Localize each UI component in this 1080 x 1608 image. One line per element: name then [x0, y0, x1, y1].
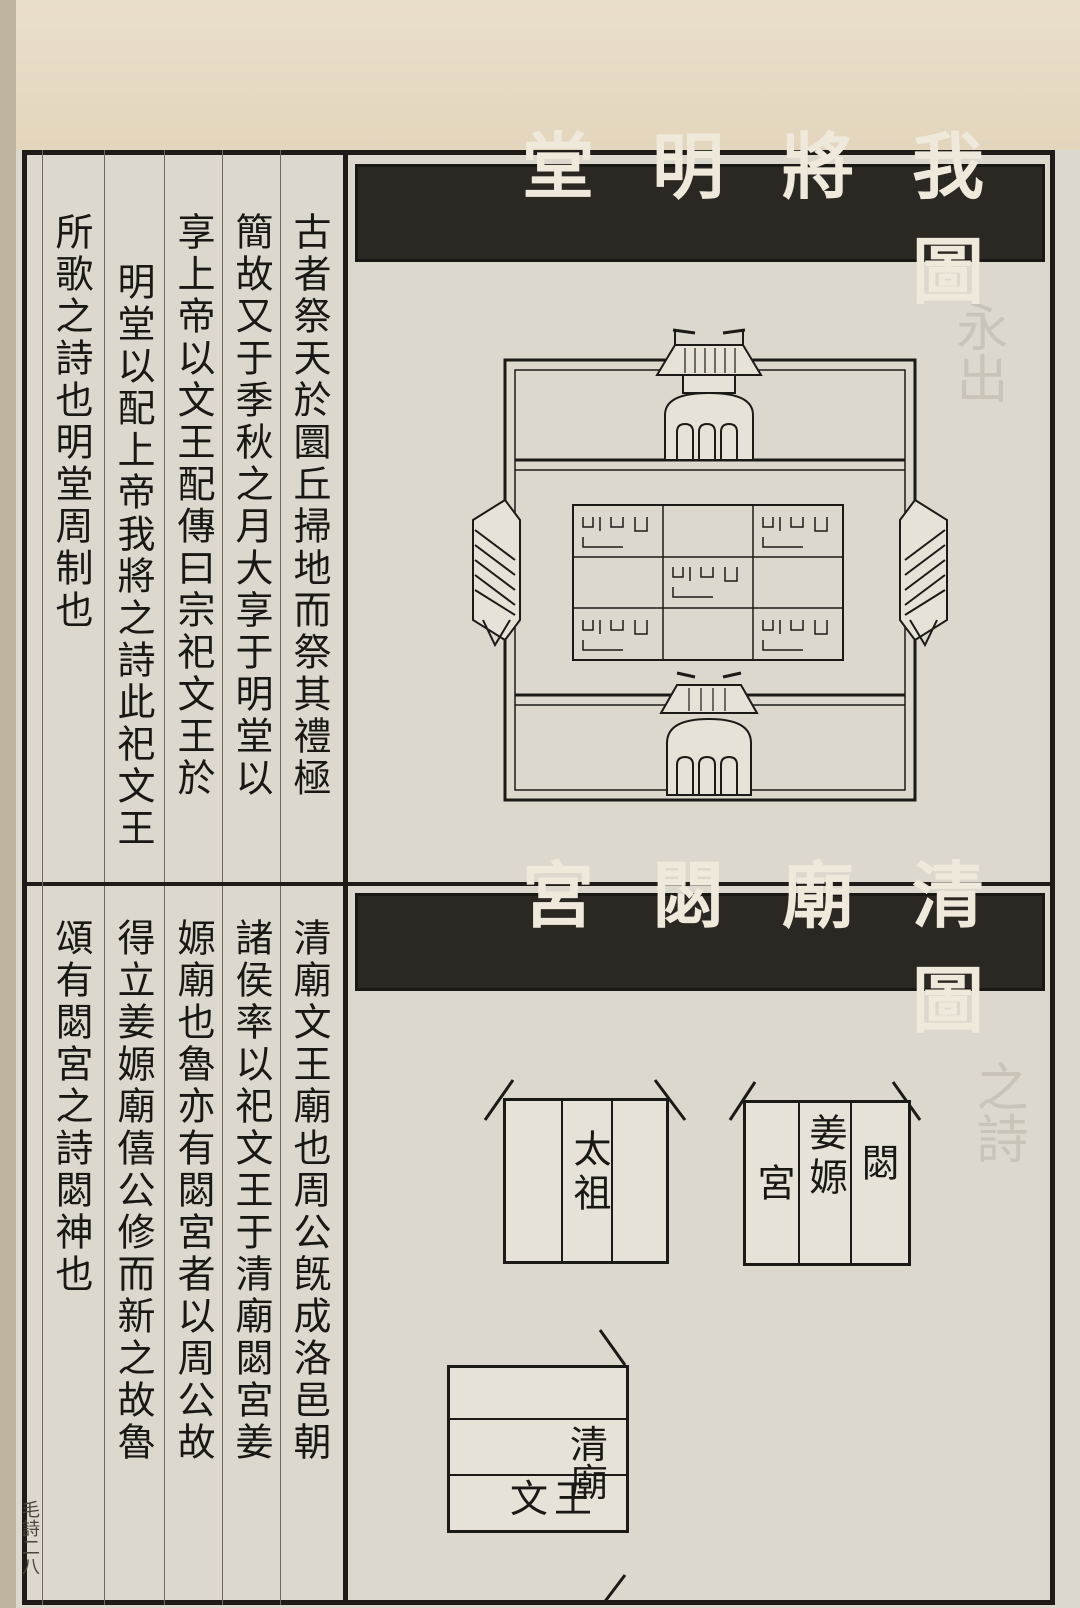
column-rule: [104, 886, 105, 1605]
page-frame: [22, 150, 1055, 1605]
upper-title-banner: 我將明堂圖: [355, 124, 1045, 314]
column-rule: [222, 886, 223, 1605]
upper-text-col-5: 所歌之詩也明堂周制也: [49, 212, 93, 632]
margin-note: 毛詩二八: [19, 1500, 40, 1576]
column-rule: [42, 150, 43, 1605]
qingmiao-bigong-diagram: 太祖 閟 姜嫄 宮 清廟 文王: [355, 1000, 1045, 1600]
middle-divider: [22, 882, 1055, 886]
upper-title: 我將明堂圖: [521, 124, 1042, 314]
qingmiao-shrine: 清廟 文王: [447, 1365, 629, 1533]
lower-text-col-3: 嫄廟也魯亦有閟宮者以周公故: [171, 918, 215, 1464]
column-rule: [164, 150, 165, 882]
jiangyuan-label: 姜嫄: [803, 1113, 847, 1201]
lower-text-col-4: 得立姜嫄廟僖公修而新之故魯: [111, 918, 155, 1464]
column-rule: [280, 886, 281, 1605]
bleed-through: 之詩: [967, 1060, 1027, 1164]
book-spine: [0, 0, 16, 1608]
wenwang-label: 文王: [510, 1477, 599, 1521]
qingmiao-name-label: 清廟: [570, 1423, 615, 1505]
column-rule: [104, 150, 105, 882]
bigong-shrine: 閟 姜嫄 宮: [743, 1100, 911, 1266]
column-rule: [280, 150, 281, 882]
column-rule: [222, 150, 223, 882]
lower-text-col-1: 清廟文王廟也周公旣成洛邑朝: [287, 918, 331, 1464]
mingtang-plan-svg: [472, 328, 948, 802]
text-diagram-divider: [343, 150, 348, 1605]
taizu-label: 太祖: [567, 1129, 611, 1217]
lower-text-col-2: 諸侯率以祀文王于清廟閟宮姜: [229, 918, 273, 1464]
bigong-label: 閟: [855, 1143, 899, 1187]
page-top-margin: [0, 0, 1080, 150]
gong-label: 宮: [751, 1163, 795, 1207]
mingtang-diagram: [355, 275, 1045, 875]
lower-title: 清廟閟宮圖: [521, 853, 1042, 1043]
upper-text-col-1: 古者祭天於圜丘掃地而祭其禮極: [287, 212, 331, 800]
lower-text-col-5: 頌有閟宮之詩閟神也: [49, 918, 93, 1296]
taizu-shrine: 太祖: [503, 1098, 669, 1264]
lower-title-banner: 清廟閟宮圖: [355, 853, 1045, 1043]
column-rule: [164, 886, 165, 1605]
upper-text-col-2: 簡故又于季秋之月大享于明堂以: [229, 212, 273, 800]
upper-text-col-3: 享上帝以文王配傳曰宗祀文王於: [171, 212, 215, 800]
bleed-through: 永出: [947, 300, 1007, 404]
upper-text-col-4: 明堂以配上帝我將之詩此祀文王: [111, 262, 155, 850]
